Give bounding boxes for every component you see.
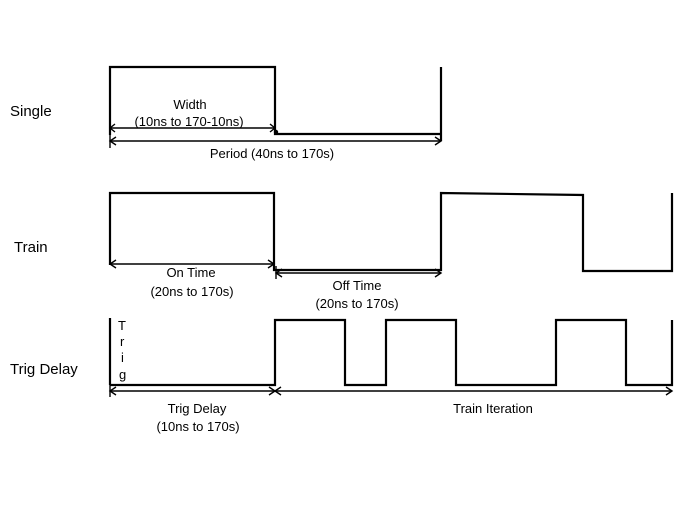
width-arrow-left [108, 123, 116, 133]
train-iteration-arrow-right [665, 386, 674, 396]
width-range: (10ns to 170-10ns) [134, 114, 243, 129]
width-arrow-right [269, 123, 277, 133]
period-arrow-left [108, 136, 117, 146]
width-title: Width [173, 97, 206, 112]
off-time-title: Off Time [333, 278, 382, 293]
on-time-title: On Time [166, 265, 215, 280]
on-time-arrow-left [108, 259, 117, 269]
trig-delay-waveform [110, 318, 674, 387]
off-time-arrow-left [274, 268, 283, 278]
row-label-train: Train [14, 239, 48, 256]
trig-letter-r: r [120, 334, 125, 349]
row-label-single: Single [10, 103, 52, 120]
trig-delay-arrow-left [108, 386, 117, 396]
width-end-dot [273, 129, 279, 135]
off-time-range: (20ns to 170s) [315, 296, 398, 311]
single-waveform [108, 65, 441, 136]
trig-letter-t: T [118, 318, 126, 333]
train-iteration-arrow-left [273, 386, 282, 396]
train-iteration-label: Train Iteration [453, 401, 533, 416]
on-time-arrow-right [267, 259, 276, 269]
off-time-arrow-right [434, 268, 443, 278]
train-waveform [108, 191, 674, 273]
on-time-range: (20ns to 170s) [150, 284, 233, 299]
period-arrow-right [434, 136, 443, 146]
trig-letter-g: g [119, 367, 126, 382]
period-label: Period (40ns to 170s) [210, 146, 334, 161]
trig-letter-i: i [121, 350, 124, 365]
trig-delay-range: (10ns to 170s) [156, 419, 239, 434]
row-label-trig-delay: Trig Delay [10, 361, 78, 378]
trig-delay-title: Trig Delay [168, 401, 227, 416]
